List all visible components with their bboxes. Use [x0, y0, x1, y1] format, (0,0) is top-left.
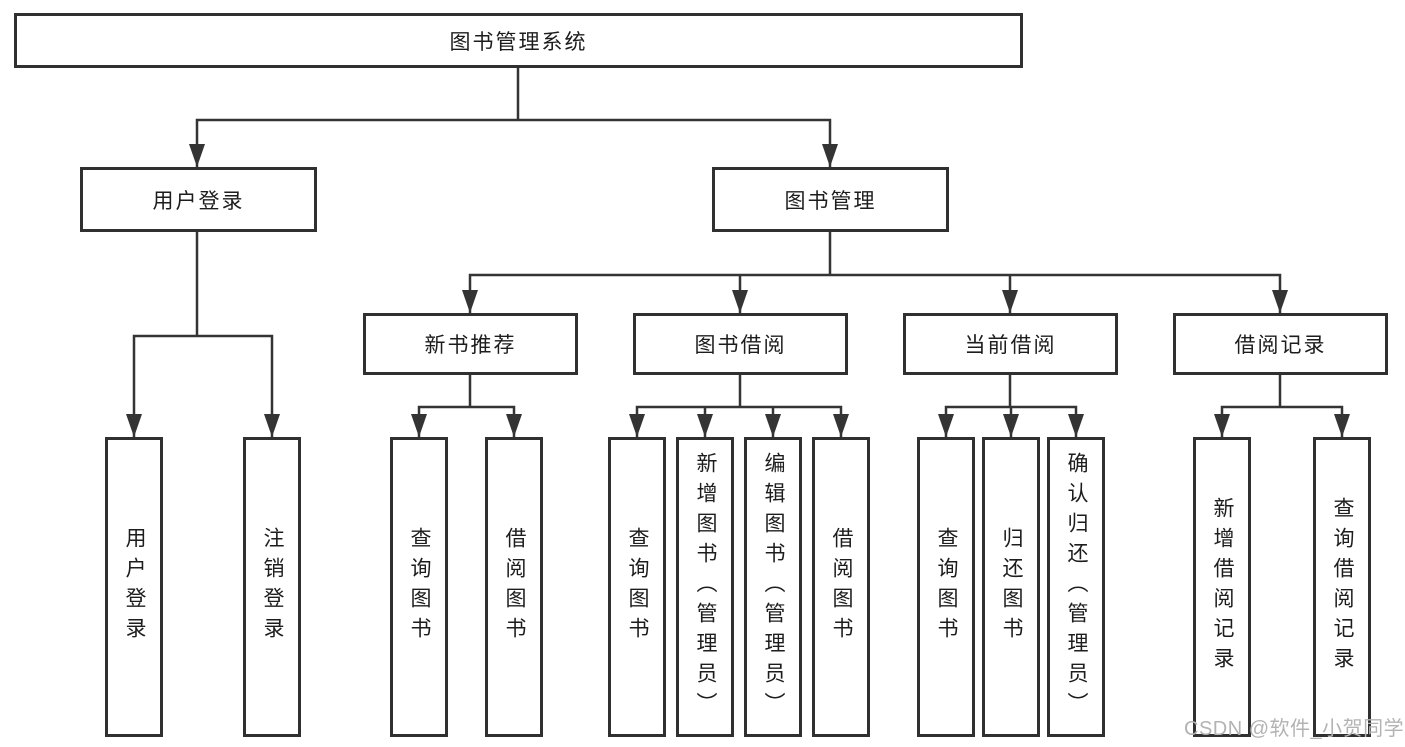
- node-label: 用户登录: [152, 189, 245, 213]
- node-borrowing-records: 借阅记录: [1173, 313, 1388, 375]
- node-label: 借阅图书: [503, 527, 527, 647]
- node-label: 用户登录: [123, 527, 147, 647]
- node-current-borrowing: 当前借阅: [903, 313, 1118, 375]
- node-new-book-recommendation: 新书推荐: [363, 313, 578, 375]
- node-label: 注销登录: [261, 527, 285, 647]
- leaf-edit-book-admin: 编辑图书（管理员）: [744, 437, 802, 737]
- node-label: 借阅记录: [1234, 334, 1327, 357]
- node-label: 新书推荐: [424, 334, 517, 357]
- leaf-borrow-books: 借阅图书: [812, 437, 870, 737]
- node-label: 图书管理系统: [449, 30, 588, 54]
- connector-segments: [132, 66, 1344, 439]
- node-label: 图书借阅: [694, 334, 787, 357]
- node-label: 新增借阅记录: [1211, 497, 1235, 677]
- leaf-query-books-recommend: 查询图书: [390, 437, 448, 737]
- leaf-logout: 注销登录: [243, 437, 301, 737]
- node-label: 查询图书: [626, 527, 650, 647]
- node-book-borrowing: 图书借阅: [633, 313, 848, 375]
- node-label: 新增图书（管理员）: [694, 452, 718, 722]
- leaf-add-borrow-record: 新增借阅记录: [1193, 437, 1251, 737]
- node-label: 借阅图书: [830, 527, 854, 647]
- node-label: 查询图书: [408, 527, 432, 647]
- node-user-login: 用户登录: [80, 167, 317, 232]
- node-label: 归还图书: [1000, 527, 1024, 647]
- csdn-watermark: CSDN @软件_小贺同学: [1184, 718, 1405, 740]
- leaf-add-book-admin: 新增图书（管理员）: [676, 437, 734, 737]
- node-label: 编辑图书（管理员）: [762, 452, 786, 722]
- arrowheads: [126, 144, 1350, 437]
- leaf-user-login: 用户登录: [105, 437, 163, 737]
- leaf-confirm-return-admin: 确认归还（管理员）: [1047, 437, 1105, 737]
- node-label: 查询借阅记录: [1331, 497, 1355, 677]
- node-label: 查询图书: [935, 527, 959, 647]
- node-book-management: 图书管理: [712, 167, 949, 232]
- leaf-query-books-current: 查询图书: [917, 437, 975, 737]
- leaf-query-books-borrow: 查询图书: [608, 437, 666, 737]
- node-label: 当前借阅: [964, 334, 1057, 357]
- leaf-query-borrow-record: 查询借阅记录: [1313, 437, 1371, 737]
- node-library-management-system: 图书管理系统: [14, 13, 1023, 68]
- node-label: 确认归还（管理员）: [1065, 452, 1089, 722]
- leaf-borrow-books-recommend: 借阅图书: [485, 437, 543, 737]
- leaf-return-book: 归还图书: [982, 437, 1040, 737]
- node-label: 图书管理: [784, 189, 877, 213]
